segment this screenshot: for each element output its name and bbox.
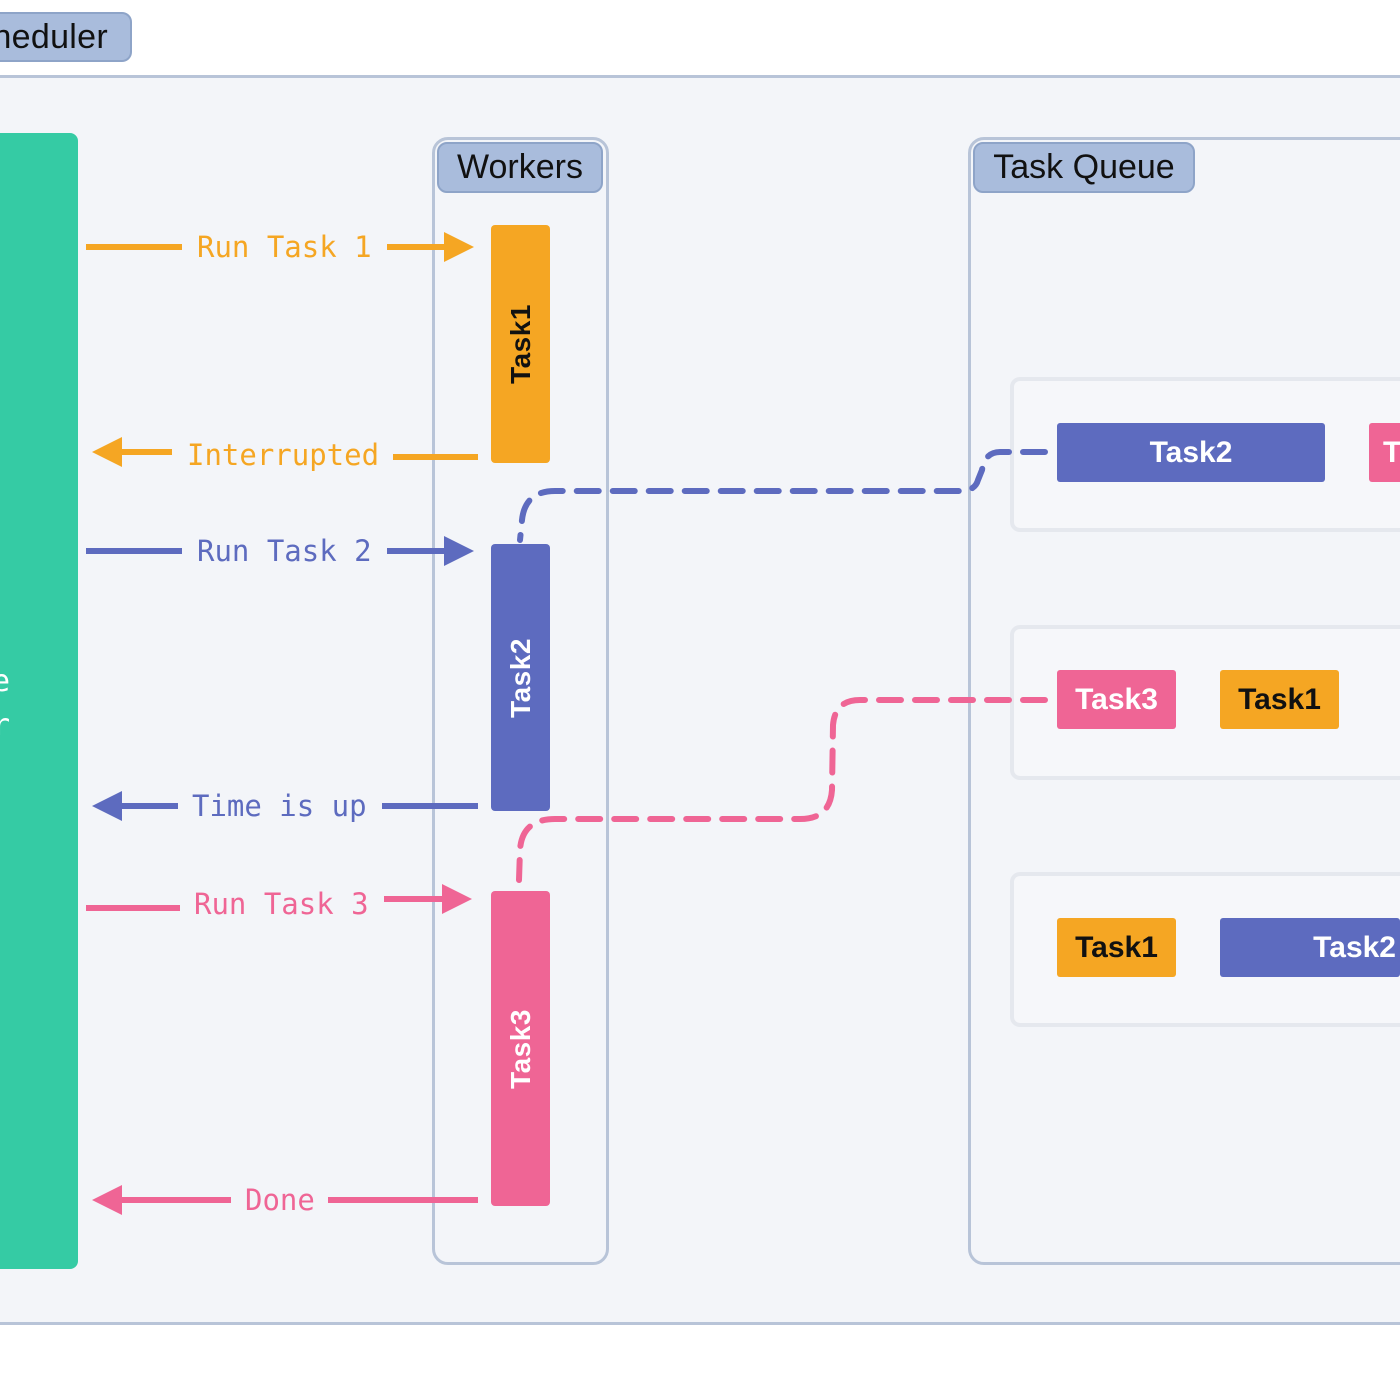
- worker-task1-bar: Task1: [491, 225, 550, 463]
- label-interrupted: Interrupted: [187, 438, 380, 472]
- label-run-task-2: Run Task 2: [197, 534, 372, 568]
- queue-slot-1-task-partial: T: [1369, 423, 1400, 482]
- label-run-task-3: Run Task 3: [194, 887, 369, 921]
- task-queue-title: Task Queue: [973, 142, 1195, 193]
- queue-slot-1-task2: Task2: [1057, 423, 1325, 482]
- queue-slot-2-task1: Task1: [1220, 670, 1339, 729]
- queue-slot-2-task3: Task3: [1057, 670, 1176, 729]
- workers-title: Workers: [437, 142, 603, 193]
- scheduler-bar-text-2: r: [0, 708, 11, 743]
- queue-slot-3-task1: Task1: [1057, 918, 1176, 977]
- label-run-task-1: Run Task 1: [197, 230, 372, 264]
- scheduler-title-text: heduler: [0, 17, 108, 56]
- label-time-is-up: Time is up: [192, 789, 367, 823]
- workers-column: [432, 137, 609, 1265]
- worker-task2-label: Task2: [504, 637, 536, 718]
- label-done: Done: [245, 1183, 315, 1217]
- scheduler-bar-text-1: e: [0, 664, 11, 699]
- scheduler-bar: e r: [0, 133, 78, 1269]
- dashed-link-task2: [517, 449, 1048, 543]
- worker-task3-label: Task3: [504, 1008, 536, 1089]
- worker-task2-bar: Task2: [491, 544, 550, 811]
- worker-task1-label: Task1: [504, 304, 536, 384]
- worker-task3-bar: Task3: [491, 891, 550, 1206]
- dashed-link-task3: [516, 697, 1048, 883]
- queue-slot-3-task2: Task2: [1220, 918, 1400, 977]
- scheduler-title: heduler: [0, 12, 132, 62]
